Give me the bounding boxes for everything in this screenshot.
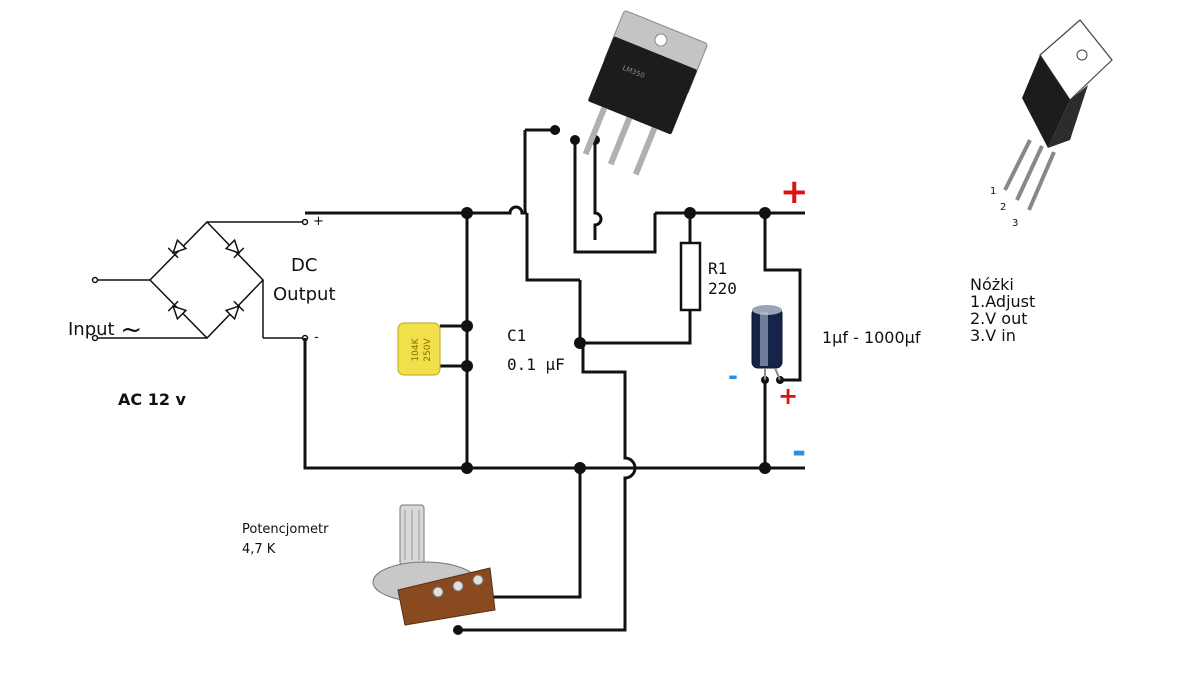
pin-legend-title: Nóżki xyxy=(970,275,1014,294)
output-plus-label: + xyxy=(780,172,809,212)
pin-legend-3: 3.V in xyxy=(970,326,1016,345)
capacitor-c1: 104K 250V xyxy=(397,322,441,376)
input-label: Input ~ xyxy=(68,312,143,345)
cap-minus-label: - xyxy=(728,362,738,390)
ac-voltage-label: AC 12 v xyxy=(118,390,186,409)
dc-plus-label: + xyxy=(313,214,324,229)
pot-label-2: 4,7 K xyxy=(242,542,276,557)
electrolytic-capacitor xyxy=(751,305,783,381)
r1-name-label: R1 xyxy=(708,259,728,278)
pin-legend: Nóżki 1.Adjust 2.V out 3.V in xyxy=(970,276,1035,344)
pin-number-3: 3 xyxy=(1012,218,1019,229)
input-text: Input xyxy=(68,319,115,340)
cap-range-label: 1μf - 1000μf xyxy=(822,328,921,347)
pin-number-1: 1 xyxy=(990,186,997,197)
main-wires xyxy=(303,128,805,632)
resistor-r1 xyxy=(679,241,702,312)
c1-value-label: 0.1 μF xyxy=(507,355,565,374)
r1-value-label: 220 xyxy=(708,279,737,298)
dc-output-label-2: Output xyxy=(273,284,336,305)
pin-legend-2: 2.V out xyxy=(970,309,1028,328)
regulator-pinout-icon xyxy=(1003,19,1113,211)
dc-output-label-1: DC xyxy=(291,255,318,276)
c1-name-label: C1 xyxy=(507,326,527,345)
bridge-rectifier xyxy=(91,218,309,342)
cap-plus-label: + xyxy=(778,382,799,410)
ac-symbol: ~ xyxy=(120,315,143,345)
dc-minus-label: - xyxy=(314,330,319,345)
pot-label-1: Potencjometr xyxy=(242,522,329,537)
c1-marking: 104K xyxy=(411,337,421,361)
output-minus-label: - xyxy=(792,432,807,472)
potentiometer xyxy=(372,504,496,626)
pin-legend-1: 1.Adjust xyxy=(970,292,1036,311)
pin-number-2: 2 xyxy=(1000,202,1007,213)
regulator-photo: LM350 xyxy=(582,10,708,176)
c1-marking-2: 250V xyxy=(423,337,433,361)
